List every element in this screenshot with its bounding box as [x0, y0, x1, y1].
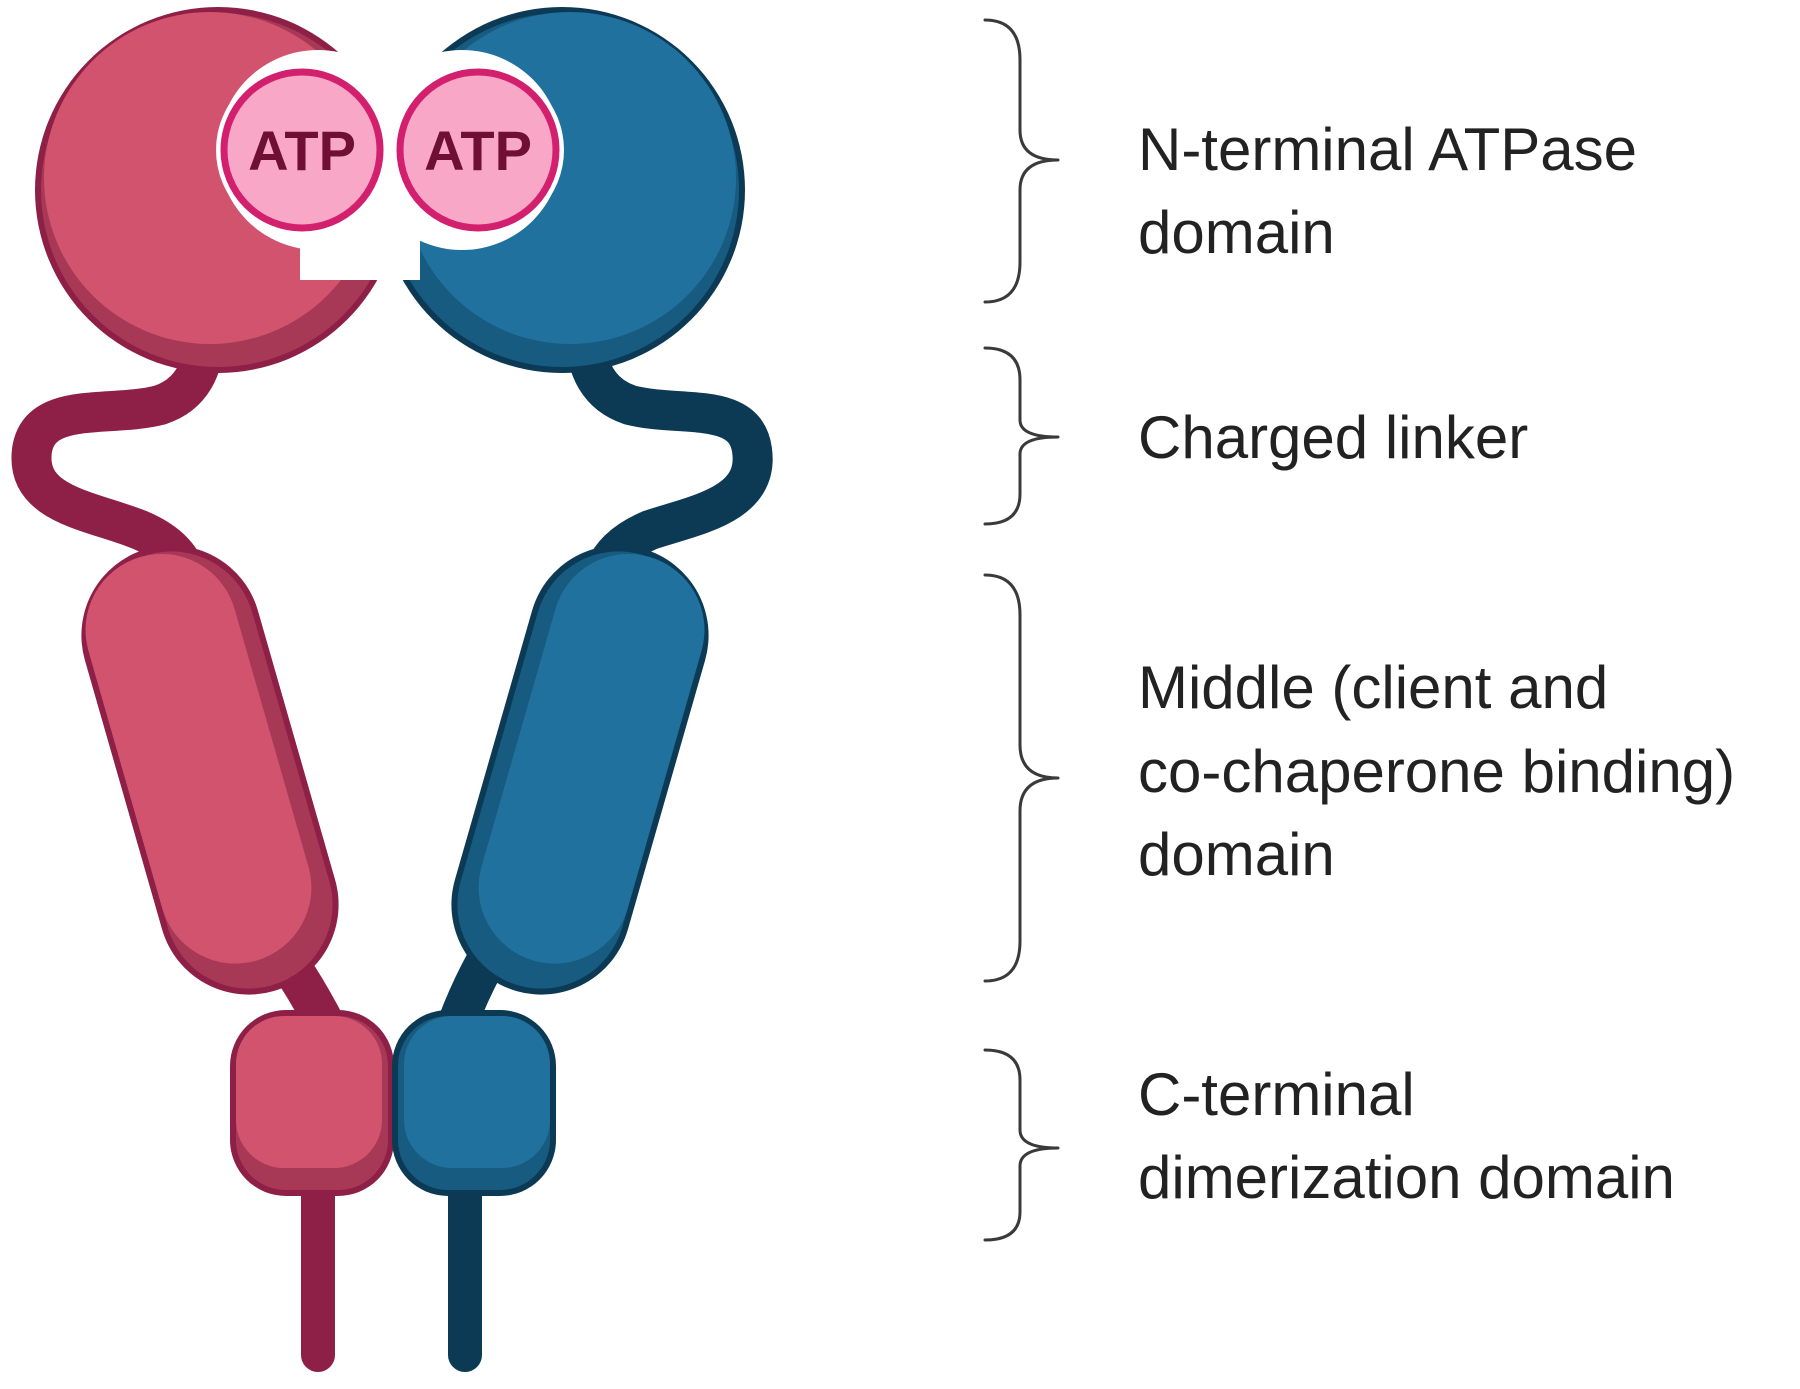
blue-middle-domain [451, 545, 709, 995]
label-line: Middle (client and [1138, 654, 1608, 721]
brace-c-terminal [983, 1048, 1060, 1242]
brace-n-terminal [983, 18, 1060, 304]
red-c-terminal-domain [230, 1010, 394, 1196]
atp-left-circle [220, 68, 384, 232]
atp-right-label: ATP [424, 119, 532, 182]
blue-c-terminal-domain [392, 1010, 556, 1196]
label-line: N-terminal ATPase [1138, 116, 1637, 183]
label-middle: Middle (client and co-chaperone binding)… [1138, 654, 1735, 888]
label-line: co-chaperone binding) [1138, 738, 1735, 805]
label-line: C-terminal [1138, 1061, 1415, 1128]
red-charged-linker [11, 310, 225, 590]
atp-right-circle [396, 68, 560, 232]
label-line: Charged linker [1138, 404, 1528, 471]
brace-linker [983, 346, 1060, 526]
label-c-terminal: C-terminal dimerization domain [1138, 1061, 1675, 1211]
blue-charged-linker [565, 310, 773, 590]
atp-right: ATP [392, 64, 564, 236]
label-linker: Charged linker [1138, 404, 1528, 471]
label-line: domain [1138, 199, 1335, 266]
label-line: domain [1138, 821, 1335, 888]
label-n-terminal: N-terminal ATPase domain [1138, 116, 1637, 266]
atp-left: ATP [216, 64, 388, 236]
atp-left-label: ATP [248, 119, 356, 182]
brace-middle [983, 573, 1060, 983]
label-line: dimerization domain [1138, 1144, 1675, 1211]
red-middle-domain [81, 545, 339, 995]
